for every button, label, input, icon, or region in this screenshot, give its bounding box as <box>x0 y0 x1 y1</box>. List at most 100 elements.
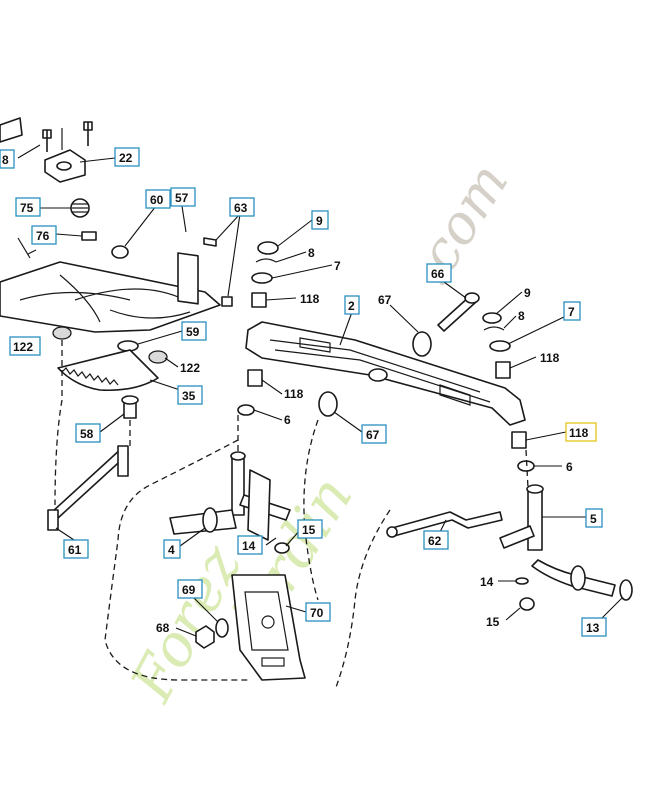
callouts: 8 22 75 76 60 57 63 9 8 7 <box>0 147 607 637</box>
label-7-top[interactable]: 7 <box>334 259 341 273</box>
nut-15-left <box>274 542 290 554</box>
label-9-right[interactable]: 9 <box>524 286 531 300</box>
tie-rod-end <box>386 526 398 538</box>
callout-60[interactable]: 60 <box>145 189 171 209</box>
spacer-67-left <box>318 391 338 417</box>
callout-66[interactable]: 66 <box>426 263 452 283</box>
label-67-top[interactable]: 67 <box>378 293 392 307</box>
callout-70[interactable]: 70 <box>305 602 331 622</box>
axle-rib-1 <box>269 339 481 393</box>
svg-text:60: 60 <box>150 193 164 207</box>
sector-gear <box>57 349 159 419</box>
callout-9-top[interactable]: 9 <box>311 210 329 230</box>
bushing-118-right <box>495 361 511 379</box>
leader-61 <box>55 527 75 541</box>
label-122-right[interactable]: 122 <box>180 361 200 375</box>
leader-63a <box>215 213 241 241</box>
bushing-118-top-left <box>251 292 267 308</box>
callout-122-left[interactable]: 122 <box>9 336 41 356</box>
dash-arm-loop <box>104 439 250 681</box>
bracket-top-left <box>0 117 23 143</box>
clip-8-left <box>255 258 277 263</box>
label-6-right[interactable]: 6 <box>566 460 573 474</box>
bolt-58-head <box>121 395 139 405</box>
svg-text:35: 35 <box>182 389 196 403</box>
label-8-top[interactable]: 8 <box>308 246 315 260</box>
callout-58[interactable]: 58 <box>75 423 101 443</box>
callout-13[interactable]: 13 <box>581 617 607 637</box>
svg-text:122: 122 <box>13 340 33 354</box>
callout-4[interactable]: 4 <box>163 539 181 559</box>
callout-69[interactable]: 69 <box>177 579 203 599</box>
svg-text:58: 58 <box>80 427 94 441</box>
spacer-67-right <box>412 331 432 357</box>
leader-60 <box>124 205 157 247</box>
leader-118a <box>265 297 297 301</box>
svg-text:118: 118 <box>569 426 589 440</box>
label-15-right[interactable]: 15 <box>486 615 500 629</box>
svg-text:75: 75 <box>20 201 34 215</box>
callout-62[interactable]: 62 <box>423 530 449 550</box>
spindle-4-top <box>230 451 246 461</box>
clip-8-right <box>483 326 505 331</box>
callout-57[interactable]: 57 <box>170 187 196 207</box>
callout-2[interactable]: 2 <box>344 295 360 315</box>
front-axle <box>237 241 535 472</box>
pin-76 <box>81 231 97 241</box>
washer-59 <box>117 340 139 352</box>
left-spindle <box>169 451 291 554</box>
axle-pivot <box>368 368 388 382</box>
svg-text:63: 63 <box>234 201 248 215</box>
callout-14-left[interactable]: 14 <box>237 535 263 555</box>
label-118-right[interactable]: 118 <box>540 351 560 365</box>
leader-9b <box>495 291 523 315</box>
callout-7-right[interactable]: 7 <box>563 301 581 321</box>
leader-58 <box>99 413 125 433</box>
washer-7-right <box>489 340 511 352</box>
callout-61[interactable]: 61 <box>63 539 89 559</box>
label-68[interactable]: 68 <box>156 621 170 635</box>
drag-link-end-top <box>117 445 129 477</box>
callout-22[interactable]: 22 <box>114 147 140 167</box>
washer-69 <box>215 618 229 638</box>
plate-curve-2 <box>109 309 191 319</box>
label-118-top[interactable]: 118 <box>300 292 320 306</box>
nut-15-right <box>519 597 535 611</box>
washer-6-right <box>517 460 535 472</box>
tie-rod <box>386 511 503 538</box>
callout-5[interactable]: 5 <box>585 508 603 528</box>
leader-67a <box>389 304 419 333</box>
callout-76[interactable]: 76 <box>31 225 57 245</box>
callout-59[interactable]: 59 <box>181 321 207 341</box>
label-118-left[interactable]: 118 <box>284 387 304 401</box>
callout-118-highlight[interactable]: 118 <box>565 422 597 442</box>
leader-8b <box>275 251 307 263</box>
washer-14-right <box>515 577 529 585</box>
label-14-right[interactable]: 14 <box>480 575 494 589</box>
label-6-left[interactable]: 6 <box>284 413 291 427</box>
dash-right-post <box>525 449 529 489</box>
callout-15-left[interactable]: 15 <box>297 519 323 539</box>
right-spindle <box>499 484 633 611</box>
leader-118c <box>261 379 283 395</box>
callout-75[interactable]: 75 <box>15 197 41 217</box>
svg-text:76: 76 <box>36 229 50 243</box>
bolt-left <box>17 237 37 259</box>
plate-slot-bottom <box>261 657 285 667</box>
leader-15b <box>505 607 521 621</box>
callout-67-lower[interactable]: 67 <box>361 424 387 444</box>
leader-22 <box>79 157 116 163</box>
callout-8[interactable]: 8 <box>0 149 15 169</box>
plate-hole <box>261 615 275 629</box>
svg-text:8: 8 <box>2 153 9 167</box>
bolt-top-a <box>42 129 52 152</box>
drag-link <box>47 445 129 531</box>
steering-plate <box>0 261 221 333</box>
watermark-com: .com <box>398 152 521 297</box>
svg-text:15: 15 <box>302 523 316 537</box>
label-8-right[interactable]: 8 <box>518 309 525 323</box>
callout-35[interactable]: 35 <box>177 385 203 405</box>
bolt-top-b <box>83 121 93 146</box>
callout-63[interactable]: 63 <box>229 197 255 217</box>
leader-7b <box>507 315 567 345</box>
